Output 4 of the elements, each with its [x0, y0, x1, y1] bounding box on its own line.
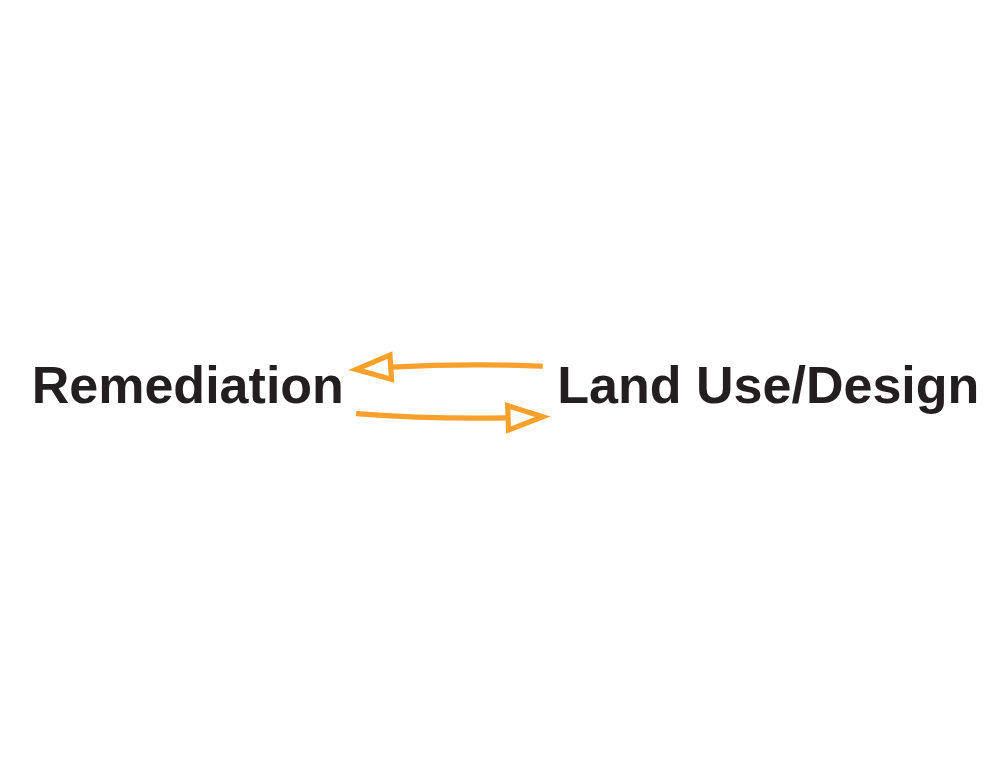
arrow	[355, 401, 551, 434]
node-text: Remediation	[31, 355, 344, 414]
node-text: Land Use/Design	[557, 355, 980, 414]
arrow	[348, 350, 543, 383]
